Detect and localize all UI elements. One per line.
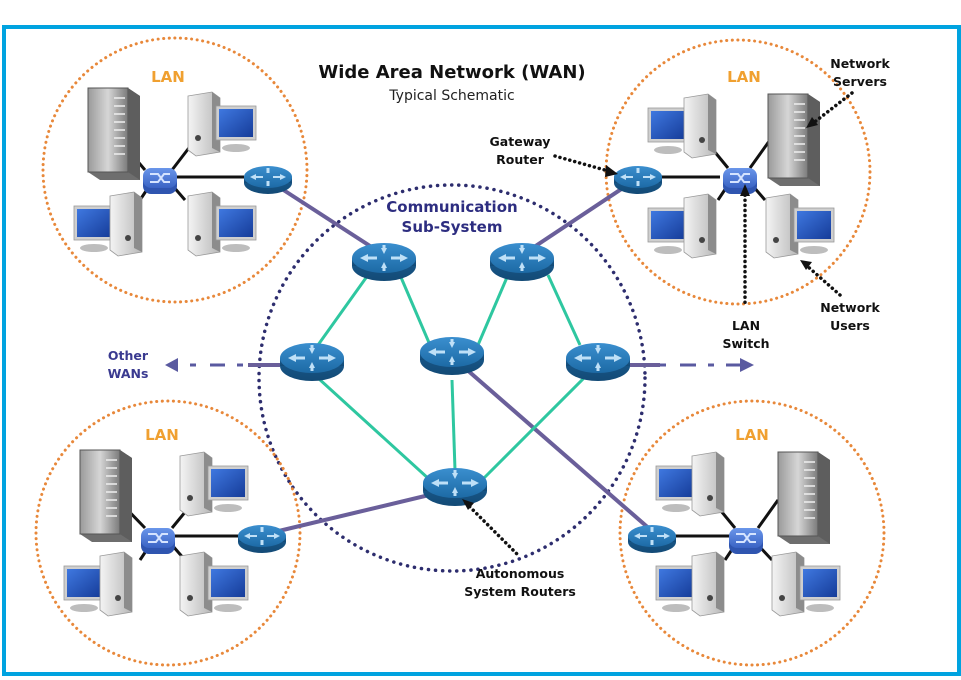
lan-switch-annotation: Switch [722, 336, 769, 351]
wan-link [266, 178, 386, 257]
network-users-annotation: Users [830, 318, 870, 333]
mesh-link [480, 376, 586, 482]
lan-boundary-bottom-right [618, 399, 886, 667]
lan-boundary-bottom-left [34, 399, 302, 667]
wan-router-icon [566, 343, 630, 381]
lan-label: LAN [145, 426, 179, 444]
network-servers-annotation: Network [830, 56, 890, 71]
wan-router-icon [490, 243, 554, 281]
workstation-icon [765, 193, 835, 259]
network-servers-annotation: Servers [833, 74, 887, 89]
workstation-icon [179, 451, 249, 517]
comm-subsystem-label: Sub-System [402, 218, 503, 236]
workstation-icon [63, 551, 133, 617]
mesh-links [316, 274, 586, 482]
gateway-router-icon [614, 166, 662, 194]
diagram-title: Wide Area Network (WAN) [318, 62, 585, 83]
mesh-link [316, 274, 370, 346]
arrow-left-icon [165, 358, 178, 372]
server-icon [79, 449, 133, 543]
communication-subsystem-boundary [257, 183, 647, 573]
workstation-icon [187, 91, 257, 157]
lan-switch-icon [140, 527, 176, 555]
gateway-router-icon [238, 525, 286, 553]
other-wans-arrows [165, 358, 754, 372]
workstation-icon [771, 551, 841, 617]
wan-link [520, 176, 640, 257]
gateway-router-annotation: Router [496, 152, 545, 167]
autonomous-routers-annotation: Autonomous [476, 566, 565, 581]
lan-switch-icon [722, 167, 758, 195]
lan-switch-annotation: LAN [732, 318, 760, 333]
gateway-router-icon [628, 525, 676, 553]
lan-boundary-top-left [41, 36, 309, 304]
workstation-icon [73, 191, 143, 257]
autonomous-router-icon [423, 468, 487, 506]
lan-switch-icon [728, 527, 764, 555]
gateway-router-icon [244, 166, 292, 194]
wan-links [248, 176, 662, 540]
workstation-icon [187, 191, 257, 257]
wan-link [261, 488, 451, 537]
mesh-link [316, 376, 432, 482]
other-wans-label: Other [108, 348, 149, 363]
arrow-right-icon [740, 358, 754, 372]
gateway-router-annotation: Gateway [490, 134, 551, 149]
mesh-link [476, 274, 510, 346]
annotation-pointers [464, 91, 854, 559]
server-icon [767, 93, 821, 187]
workstation-icon [655, 451, 725, 517]
wan-router-icon [280, 343, 344, 381]
workstation-icon [179, 551, 249, 617]
lan-label: LAN [727, 68, 761, 86]
lan-switch-icon [142, 167, 178, 195]
mesh-link [398, 274, 432, 346]
server-icon [777, 451, 831, 545]
workstation-icon [655, 551, 725, 617]
wan-router-icon [420, 337, 484, 375]
network-users-annotation: Network [820, 300, 880, 315]
workstation-icon [647, 93, 717, 159]
diagram-subtitle: Typical Schematic [388, 88, 514, 104]
lan-label: LAN [735, 426, 769, 444]
server-icon [87, 87, 141, 181]
lan-label: LAN [151, 68, 185, 86]
wan-router-icon [352, 243, 416, 281]
autonomous-routers-annotation: System Routers [464, 584, 576, 599]
annotation-arrowheads [462, 117, 818, 510]
mesh-link [450, 379, 457, 471]
other-wans-label: WANs [108, 366, 149, 381]
mesh-link [546, 274, 582, 346]
wan-link [448, 353, 662, 540]
workstation-icon [647, 193, 717, 259]
comm-subsystem-label: Communication [386, 198, 517, 216]
